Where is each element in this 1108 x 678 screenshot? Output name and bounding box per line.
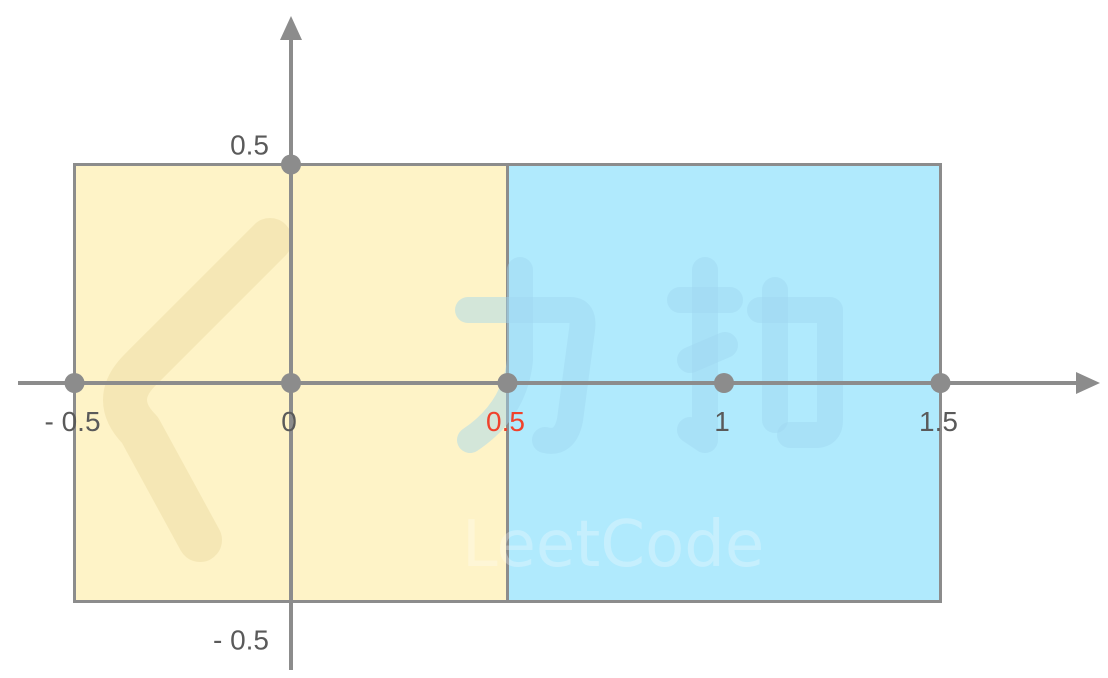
point-1 [281, 373, 301, 393]
watermark-text: LeetCode [462, 508, 764, 582]
axes [18, 16, 1100, 670]
x-tick-label-2: 0.5 [486, 406, 525, 437]
watermark-glyphs [455, 257, 843, 454]
y-axis-arrow [280, 16, 302, 40]
point-3 [714, 373, 734, 393]
y-tick-label-1: - 0.5 [213, 625, 269, 656]
y-tick-label-0: 0.5 [230, 130, 269, 161]
x-tick-label-3: 1 [714, 406, 730, 437]
point-2 [497, 373, 518, 393]
x-tick-label-1: 0 [281, 406, 297, 437]
watermark-logo-shape [103, 218, 292, 562]
x-tick-label-4: 1.5 [919, 406, 958, 437]
point-5 [281, 154, 301, 175]
x-axis-arrow [1076, 372, 1100, 394]
point-4 [930, 373, 951, 393]
x-tick-label-0: - 0.5 [44, 406, 100, 437]
point-0 [64, 373, 85, 393]
points-layer [64, 154, 951, 393]
tick-labels-layer: - 0.5 0 0.5 1 1.5 0.5 - 0.5 [44, 130, 957, 656]
leetcode-watermark: LeetCode [103, 218, 843, 582]
